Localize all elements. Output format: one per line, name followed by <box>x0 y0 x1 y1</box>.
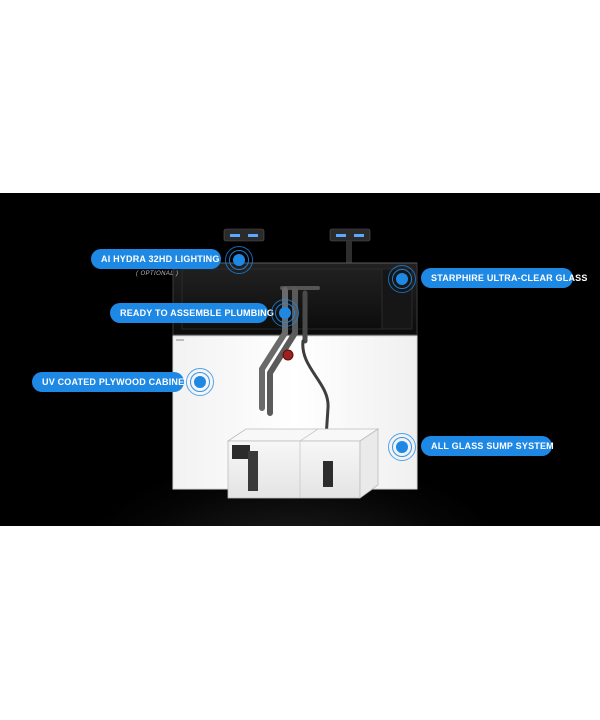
callout-plumbing[interactable]: READY TO ASSEMBLE PLUMBING <box>110 303 274 323</box>
callout-lighting[interactable]: AI HYDRA 32HD LIGHTING <box>91 249 221 269</box>
callout-optional-note: ( OPTIONAL ) <box>136 271 179 277</box>
product-banner: AI HYDRA 32HD LIGHTING ( OPTIONAL ) STAR… <box>0 193 600 526</box>
concentric-target-icon <box>186 368 214 396</box>
aquarium-illustration <box>172 228 418 499</box>
concentric-target-icon <box>271 299 299 327</box>
concentric-target-icon <box>388 433 416 461</box>
hotspot-lighting[interactable] <box>225 246 253 274</box>
concentric-target-icon <box>388 265 416 293</box>
hotspot-glass[interactable] <box>388 265 416 293</box>
callout-cabinet[interactable]: UV COATED PLYWOOD CABINET <box>32 372 190 392</box>
callout-sump[interactable]: ALL GLASS SUMP SYSTEM <box>421 436 554 456</box>
light-fixture-right <box>329 228 371 279</box>
sump <box>226 428 380 499</box>
callout-glass[interactable]: STARPHIRE ULTRA-CLEAR GLASS <box>421 268 587 288</box>
hotspot-cabinet[interactable] <box>186 368 214 396</box>
hotspot-sump[interactable] <box>388 433 416 461</box>
hotspot-plumbing[interactable] <box>271 299 299 327</box>
concentric-target-icon <box>225 246 253 274</box>
light-fixture-left <box>223 228 265 242</box>
